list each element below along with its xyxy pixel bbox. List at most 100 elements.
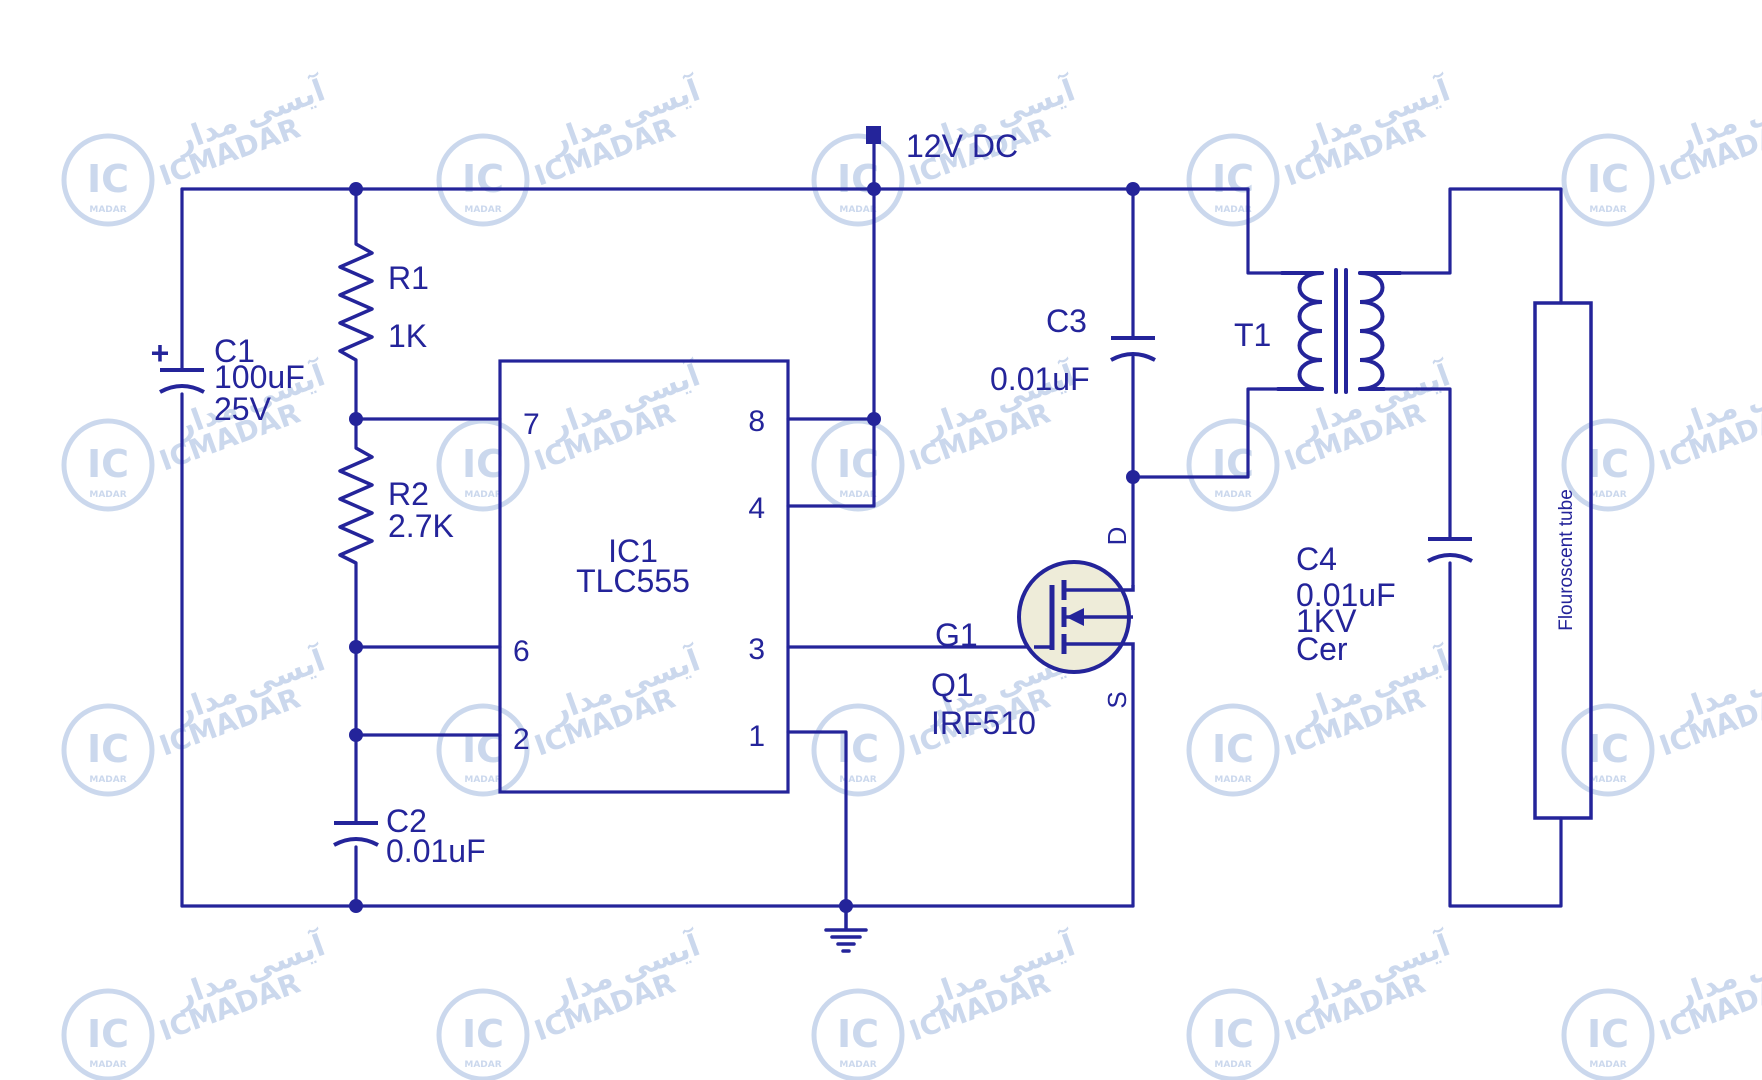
watermark-logo-subtext: MADAR	[89, 490, 126, 500]
watermark-logo-icon	[1186, 988, 1280, 1080]
watermark-logo-icon	[1561, 988, 1655, 1080]
watermark-logo-subtext: MADAR	[89, 205, 126, 215]
q1-drain-label: D	[1102, 527, 1132, 546]
junction-dot	[349, 640, 363, 654]
junction-dot	[349, 182, 363, 196]
watermark-logo-text: IC	[1212, 727, 1254, 771]
r2-resistor-symbol	[338, 446, 374, 565]
watermark-logo-icon	[811, 133, 905, 227]
c4-type: Cer	[1296, 631, 1348, 667]
fluorescent-tube-label: Flouroscent tube	[1556, 489, 1577, 631]
q1-source-label: S	[1102, 691, 1132, 708]
watermark-logo-text: IC	[462, 442, 504, 486]
watermark-logo-icon	[811, 418, 905, 512]
ic1-pin6-label: 6	[513, 635, 530, 668]
watermark-logo-subtext: MADAR	[1214, 1060, 1251, 1070]
primary-return	[1131, 387, 1280, 479]
watermark-logo-icon	[1186, 703, 1280, 797]
ic1-ref: IC1	[608, 533, 658, 569]
watermark-logo-subtext: MADAR	[89, 775, 126, 785]
watermark-logo-subtext: MADAR	[1589, 1060, 1626, 1070]
watermark-logo-subtext: MADAR	[464, 775, 501, 785]
junction-dot	[867, 412, 881, 426]
c4-capacitor-symbol	[1427, 537, 1473, 563]
ic1-part: TLC555	[576, 563, 690, 599]
ic1-pin3-label: 3	[748, 633, 765, 666]
watermark-logo-icon	[811, 988, 905, 1080]
secondary-loop	[1382, 187, 1563, 908]
watermark-logo-icon	[436, 418, 530, 512]
watermark-logo-subtext: MADAR	[464, 490, 501, 500]
watermark-logo-subtext: MADAR	[1214, 205, 1251, 215]
supply-label: 12V DC	[906, 128, 1018, 164]
watermark-logo-subtext: MADAR	[839, 205, 876, 215]
watermark-logo-icon	[61, 133, 155, 227]
watermark-logo-icon	[1561, 703, 1655, 797]
watermark-logo-icon	[436, 703, 530, 797]
c2-ref: C2	[386, 803, 427, 839]
c1-capacitor-symbol	[159, 368, 205, 394]
watermark-logo-subtext: MADAR	[464, 1060, 501, 1070]
watermark-logo-icon	[811, 703, 905, 797]
junction-dot	[867, 182, 881, 196]
watermark-logo-subtext: MADAR	[839, 1060, 876, 1070]
watermark-logo-subtext: MADAR	[1589, 490, 1626, 500]
watermark-logo-text: IC	[837, 727, 879, 771]
junctions	[349, 182, 1140, 913]
ic1-pin4-label: 4	[748, 492, 765, 525]
c1-rating: 25V	[214, 391, 272, 427]
watermark-logo-text: IC	[87, 442, 129, 486]
supply-terminal	[866, 126, 881, 144]
watermark-logo-text: IC	[462, 157, 504, 201]
c1-polarity-mark: +	[151, 335, 170, 371]
watermark-logo-icon	[61, 703, 155, 797]
r1-value: 1K	[388, 318, 427, 354]
q1-ref: Q1	[931, 667, 974, 703]
watermark-logo-subtext: MADAR	[839, 490, 876, 500]
ic1-pin8-label: 8	[748, 405, 765, 438]
c3-value: 0.01uF	[990, 361, 1090, 397]
primary-top	[1246, 187, 1284, 275]
c4-rating: 1KV	[1296, 603, 1357, 639]
watermark-logo-text: IC	[87, 727, 129, 771]
c3-capacitor-symbol	[1110, 336, 1156, 362]
q1-part: IRF510	[931, 705, 1036, 741]
junction-dot	[349, 728, 363, 742]
pin4-wire	[786, 417, 876, 508]
watermark-logo-icon	[1186, 133, 1280, 227]
c2-capacitor-symbol	[333, 821, 379, 847]
watermark-logo-icon	[436, 988, 530, 1080]
watermark-logo-subtext: MADAR	[89, 1060, 126, 1070]
watermark-logo-text: IC	[87, 1012, 129, 1056]
watermark-logo-subtext: MADAR	[1589, 775, 1626, 785]
watermark-logo-subtext: MADAR	[1214, 490, 1251, 500]
ground-icon	[824, 904, 868, 953]
watermark-logo-subtext: MADAR	[464, 205, 501, 215]
junction-dot	[1126, 470, 1140, 484]
ic1-pin2-label: 2	[513, 723, 530, 756]
watermark-logo-subtext: MADAR	[1214, 775, 1251, 785]
c1-ref: C1	[214, 333, 255, 369]
watermark-logo-text: IC	[1587, 157, 1629, 201]
t1-ref: T1	[1234, 317, 1271, 353]
watermark-logo-text: IC	[1587, 442, 1629, 486]
c4-ref: C4	[1296, 541, 1337, 577]
watermark-logo-text: IC	[87, 157, 129, 201]
watermark-logo-text: IC	[837, 1012, 879, 1056]
c3-ref: C3	[1046, 303, 1087, 339]
junction-dot	[349, 899, 363, 913]
watermark-logo-icon	[1561, 418, 1655, 512]
r2-value: 2.7K	[388, 508, 454, 544]
watermark-logo-icon	[1561, 133, 1655, 227]
r2-ref: R2	[388, 476, 429, 512]
watermark-logo-text: IC	[837, 442, 879, 486]
